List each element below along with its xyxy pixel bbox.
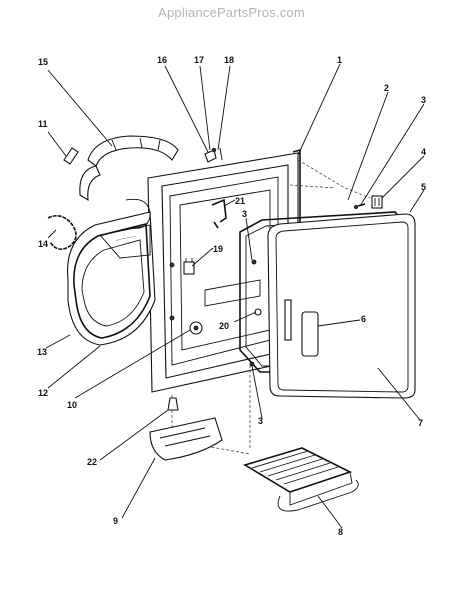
callout-14: 14: [38, 239, 48, 249]
callout-3-top: 3: [421, 95, 426, 105]
callout-4: 4: [421, 147, 426, 157]
callout-16: 16: [157, 55, 167, 65]
callout-13: 13: [37, 347, 47, 357]
callout-22: 22: [87, 457, 97, 467]
callout-3-middle: 3: [242, 209, 247, 219]
callout-19: 19: [213, 244, 223, 254]
callout-20: 20: [219, 321, 229, 331]
door-catch[interactable]: [204, 147, 223, 163]
callout-12: 12: [38, 388, 48, 398]
callout-10: 10: [67, 400, 77, 410]
watermark-text: AppliancePartsPros.com: [158, 5, 305, 20]
callout-21: 21: [235, 196, 245, 206]
lint-duct[interactable]: [79, 135, 179, 202]
callout-2: 2: [384, 83, 389, 93]
callout-8: 8: [338, 527, 343, 537]
callout-7: 7: [418, 418, 423, 428]
callout-6: 6: [361, 314, 366, 324]
drum-bulkhead[interactable]: ~~~~~~~: [66, 211, 156, 346]
leveling-leg[interactable]: [167, 397, 179, 411]
access-panel[interactable]: [149, 417, 223, 461]
callout-15: 15: [38, 57, 48, 67]
control-knob[interactable]: [189, 321, 203, 335]
door-strike-part[interactable]: [211, 198, 227, 229]
door-switch[interactable]: [183, 258, 195, 275]
callout-3-bottom: 3: [258, 416, 263, 426]
callout-11: 11: [38, 119, 48, 129]
door-handle[interactable]: [284, 299, 319, 357]
drum-seal[interactable]: [47, 198, 151, 250]
hinge-screw[interactable]: [353, 203, 366, 209]
drying-rack[interactable]: [243, 447, 359, 512]
hinge-plate[interactable]: [371, 195, 383, 209]
callout-5: 5: [421, 182, 426, 192]
svg-text:~~~~~~~: ~~~~~~~: [115, 234, 136, 244]
callout-18: 18: [224, 55, 234, 65]
callout-1: 1: [337, 55, 342, 65]
callout-17: 17: [194, 55, 204, 65]
felt-strip[interactable]: [63, 147, 79, 165]
callout-9: 9: [113, 516, 118, 526]
